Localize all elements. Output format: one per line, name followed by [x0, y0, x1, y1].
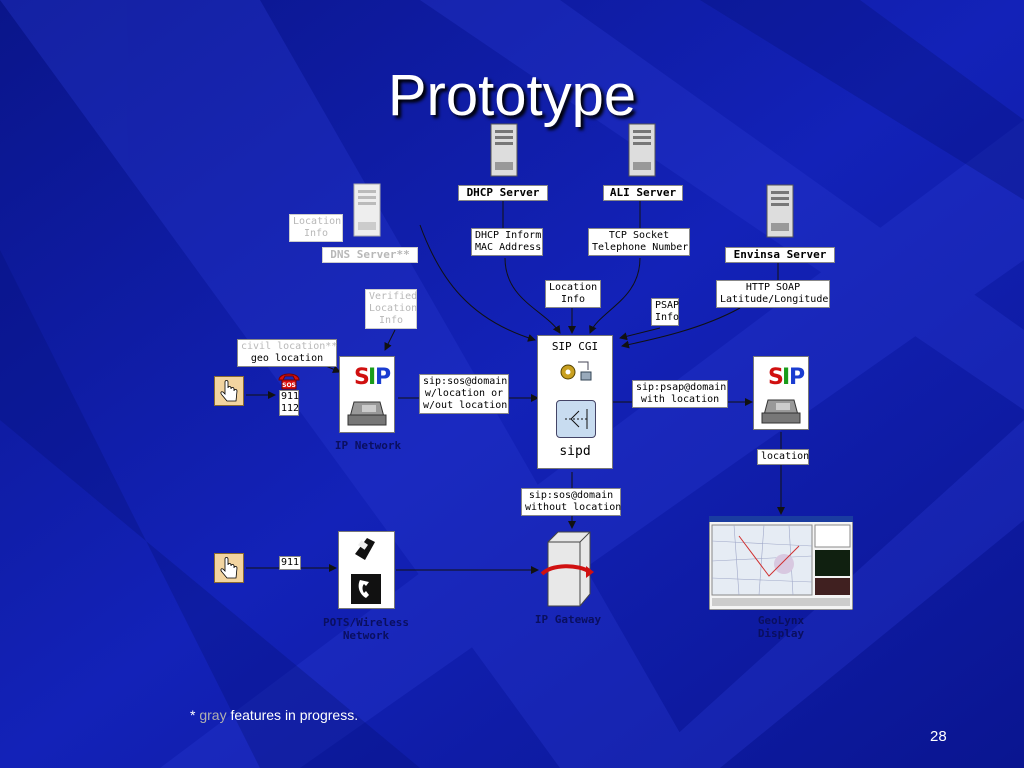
desk-phone-icon [761, 399, 801, 424]
map-display-icon [709, 516, 853, 610]
svg-text:P: P [789, 365, 805, 390]
label-line: Info [378, 315, 404, 326]
ali-server-label: ALI Server [603, 185, 683, 201]
dhcp-inform-label: DHCP Inform MAC Address [471, 228, 543, 256]
dhcp-server-label: DHCP Server [458, 185, 548, 201]
handset-icon [351, 574, 381, 604]
label-line: Verified [369, 291, 418, 302]
server-tower-icon [628, 123, 656, 177]
label-line: Latitude/Longitude [720, 294, 829, 305]
label-line: Info [560, 294, 586, 305]
label-line: Info [303, 228, 329, 239]
server-tower-icon [353, 183, 381, 237]
label-line: 911 [281, 391, 300, 402]
sip-phone-left: S I P [339, 356, 395, 433]
label-line: TCP Socket [608, 230, 670, 241]
label-line: with location [640, 394, 720, 405]
footnote-text: features in progress. [230, 707, 359, 723]
caption-line: Network [342, 629, 390, 642]
footnote-star: * [190, 707, 196, 723]
svg-text:SOS: SOS [282, 382, 296, 389]
label-line: Location [549, 282, 598, 293]
page-number: 28 [930, 728, 947, 745]
label-line: sip:sos@domain [423, 376, 508, 387]
verified-location-label: Verified Location Info [365, 289, 417, 329]
sip-phone-right: S I P [753, 356, 809, 430]
pots-number-label: 911 [279, 556, 301, 570]
sipd-label: sipd [559, 444, 591, 459]
label-line: w/location or [424, 388, 504, 399]
footnote-gray-word: gray [199, 707, 227, 723]
label-line: without location [525, 502, 622, 513]
hand-pointer-icon [214, 553, 244, 583]
svg-text:I: I [368, 365, 376, 390]
psap-info-label: PSAP Info [651, 298, 679, 326]
footnote: * gray features in progress. [190, 707, 358, 723]
svg-text:P: P [375, 365, 391, 390]
mobile-phone-icon [351, 538, 381, 604]
caption-line: POTS/Wireless [322, 616, 410, 629]
label-line: w/out location [423, 400, 508, 411]
desk-phone-icon [347, 401, 387, 426]
slide-title: Prototype [387, 63, 637, 128]
svg-text:S: S [354, 365, 370, 390]
label-line: DHCP Inform [475, 230, 542, 241]
location-info-dns-label: Location Info [289, 214, 343, 242]
civil-location-label: civil location** geo location [237, 339, 337, 367]
gear-icon [560, 361, 592, 381]
sip-cgi-label: SIP CGI [551, 340, 599, 353]
label-line: 112 [281, 403, 300, 414]
location-label: location [757, 449, 809, 465]
label-line: Telephone Number [592, 242, 689, 253]
tcp-socket-label: TCP Socket Telephone Number [588, 228, 690, 256]
label-line: sip:sos@domain [528, 490, 614, 501]
caption-line: GeoLynx [757, 614, 805, 627]
sip-psap-label: sip:psap@domain with location [632, 380, 728, 408]
sip-sos-with-location-label: sip:sos@domain w/location or w/out locat… [419, 374, 509, 414]
emergency-numbers-label: 911 112 [279, 390, 299, 416]
server-tower-icon [490, 123, 518, 177]
sip-logo-icon: S I P [761, 365, 805, 424]
dns-server-label: DNS Server** [322, 247, 418, 263]
hand-pointer-icon [214, 376, 244, 406]
label-line: PSAP [655, 300, 680, 311]
label-line: Location [293, 216, 342, 227]
label-line: Info [655, 312, 680, 323]
ip-network-caption: IP Network [334, 439, 402, 452]
http-soap-label: HTTP SOAP Latitude/Longitude [716, 280, 830, 308]
sip-sos-without-location-label: sip:sos@domain without location [521, 488, 621, 516]
sip-logo-icon: S I P [347, 365, 391, 426]
svg-text:S: S [768, 365, 784, 390]
label-line: sip:psap@domain [636, 382, 727, 393]
label-line: Location [369, 303, 418, 314]
label-line: civil location** [241, 341, 338, 352]
sos-phone-icon: SOS [278, 373, 300, 390]
geolynx-display-caption: GeoLynx Display [721, 614, 841, 640]
sip-cgi-sipd-node: SIP CGI sipd [537, 335, 613, 469]
pots-network-caption: POTS/Wireless Network [306, 616, 426, 642]
envinsa-server-label: Envinsa Server [725, 247, 835, 263]
caption-line: Display [757, 627, 805, 640]
label-line: geo location [250, 353, 324, 364]
pots-wireless-node [338, 531, 395, 609]
sipd-module-icon [556, 400, 596, 438]
label-line: HTTP SOAP [745, 282, 801, 293]
server-tower-icon [766, 184, 794, 238]
gateway-icon [540, 531, 594, 607]
label-line: MAC Address [475, 242, 542, 253]
location-info-cgi-label: Location Info [545, 280, 601, 308]
ip-gateway-caption: IP Gateway [534, 613, 602, 626]
svg-text:I: I [782, 365, 790, 390]
